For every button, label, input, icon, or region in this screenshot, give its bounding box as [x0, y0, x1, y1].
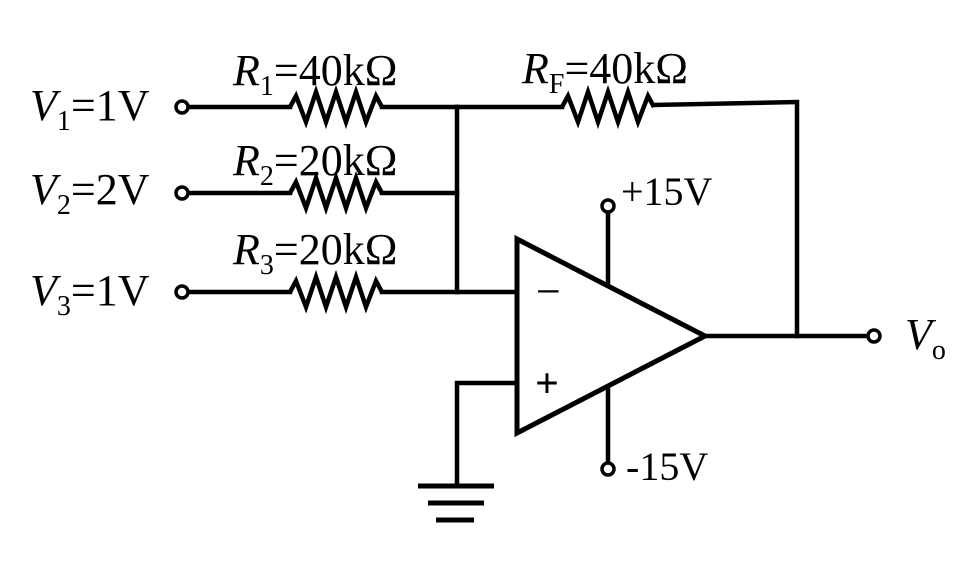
resistor-r3-label: R3=20kΩ: [232, 225, 397, 281]
input-3-label: V3=1V: [30, 266, 150, 322]
resistor-r3: [288, 269, 384, 315]
feedback-wire: [651, 99, 800, 339]
resistor-rf-label: RF=40kΩ: [521, 44, 688, 100]
input-1-terminal: [174, 99, 190, 115]
resistor-r2: [288, 170, 384, 216]
opamp-noninverting-sign: +: [535, 361, 559, 407]
input-3-terminal: [174, 284, 190, 300]
positive-supply-terminal: [600, 198, 616, 214]
positive-supply-label: +15V: [621, 169, 713, 214]
input-2-terminal: [174, 185, 190, 201]
ground-icon: [418, 483, 494, 523]
opamp-inverting-sign: −: [536, 267, 561, 316]
output-terminal: [866, 328, 882, 344]
noninverting-ground-wire: [454, 380, 520, 489]
output-label: Vo: [905, 310, 946, 366]
resistor-r2-label: R2=20kΩ: [232, 136, 397, 192]
negative-supply-label: -15V: [626, 444, 708, 489]
input-2-label: V2=2V: [30, 165, 150, 221]
negative-supply-terminal: [600, 461, 616, 477]
input-1-label: V1=1V: [30, 81, 150, 137]
resistor-r1: [288, 84, 384, 130]
resistor-rf: [560, 84, 656, 130]
resistor-r1-label: R1=40kΩ: [232, 46, 397, 102]
opamp-triangle: [514, 234, 711, 438]
